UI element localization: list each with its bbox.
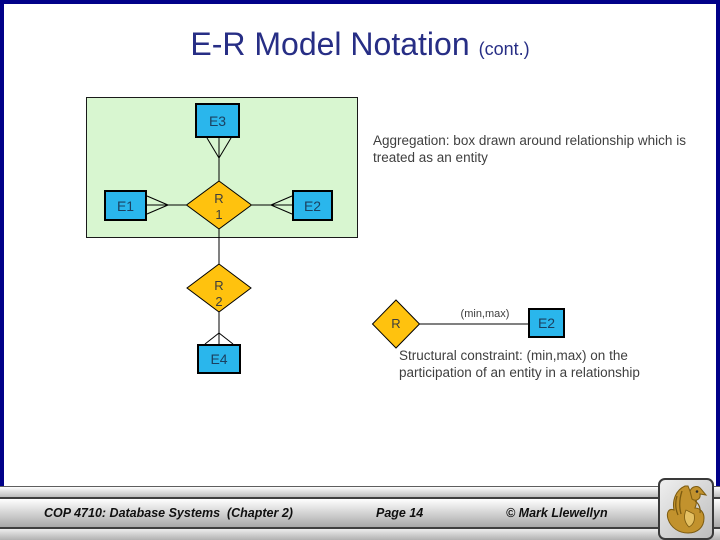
cardinality-label: (min,max) [460,308,510,320]
relationship-r-constraint-label: R [372,300,420,348]
footer-strip-main: COP 4710: Database Systems (Chapter 2) P… [0,499,720,529]
r1-label-line2: 1 [215,207,223,222]
entity-e2-label: E2 [303,197,322,214]
crowfoot-e3-left [206,137,220,159]
title-main: E-R Model Notation [190,26,470,62]
entity-e2: E2 [292,190,333,221]
entity-e3-label: E3 [208,112,227,129]
page-title: E-R Model Notation (cont.) [0,26,720,63]
crowfoot-e1-top [146,195,169,206]
r1-label-line1: R [214,191,224,206]
entity-e4: E4 [197,344,241,374]
relationship-r1-diamond [185,180,253,230]
aggregation-note: Aggregation: box drawn around relationsh… [373,133,686,165]
footer-strip-bottom [0,529,720,540]
relationship-r2-diamond [186,263,252,313]
entity-e4-label: E4 [210,351,228,367]
pegasus-icon [666,485,708,534]
crowfoot-e1-bottom [146,204,169,215]
footer-bar: COP 4710: Database Systems (Chapter 2) P… [0,486,720,540]
crowfoot-e2-top [270,195,293,206]
relationship-r1-label: R 1 [187,181,251,229]
crowfoot-e4-right [218,332,234,345]
crowfoot-e3-right [218,137,232,159]
entity-e1-label: E1 [116,197,135,214]
crowfoot-e2-bottom [270,204,293,215]
crowfoot-e4-left [204,332,220,345]
footer-strip-top [0,486,720,499]
structural-constraint-note: Structural constraint: (min,max) on the … [399,348,640,380]
r2-label-line2: 2 [215,294,223,309]
r2-label-line1: R [214,278,224,293]
ucf-pegasus-logo [658,478,714,540]
entity-e2-constraint-label: E2 [537,315,556,331]
footer-course: COP 4710: Database Systems (Chapter 2) [44,506,293,520]
entity-e2-constraint: E2 [528,308,565,338]
footer-page-number: Page 14 [376,506,424,520]
relationship-r-constraint-diamond [371,299,421,349]
relationship-r2-label: R 2 [187,264,251,312]
slide-border-left [0,0,4,487]
title-suffix: (cont.) [478,39,530,59]
entity-e1: E1 [104,190,147,221]
slide-border-top [0,0,720,4]
entity-e3: E3 [195,103,240,138]
r-constraint-text: R [391,316,401,331]
footer-copyright: © Mark Llewellyn [506,506,608,520]
slide-border-right [716,0,720,487]
